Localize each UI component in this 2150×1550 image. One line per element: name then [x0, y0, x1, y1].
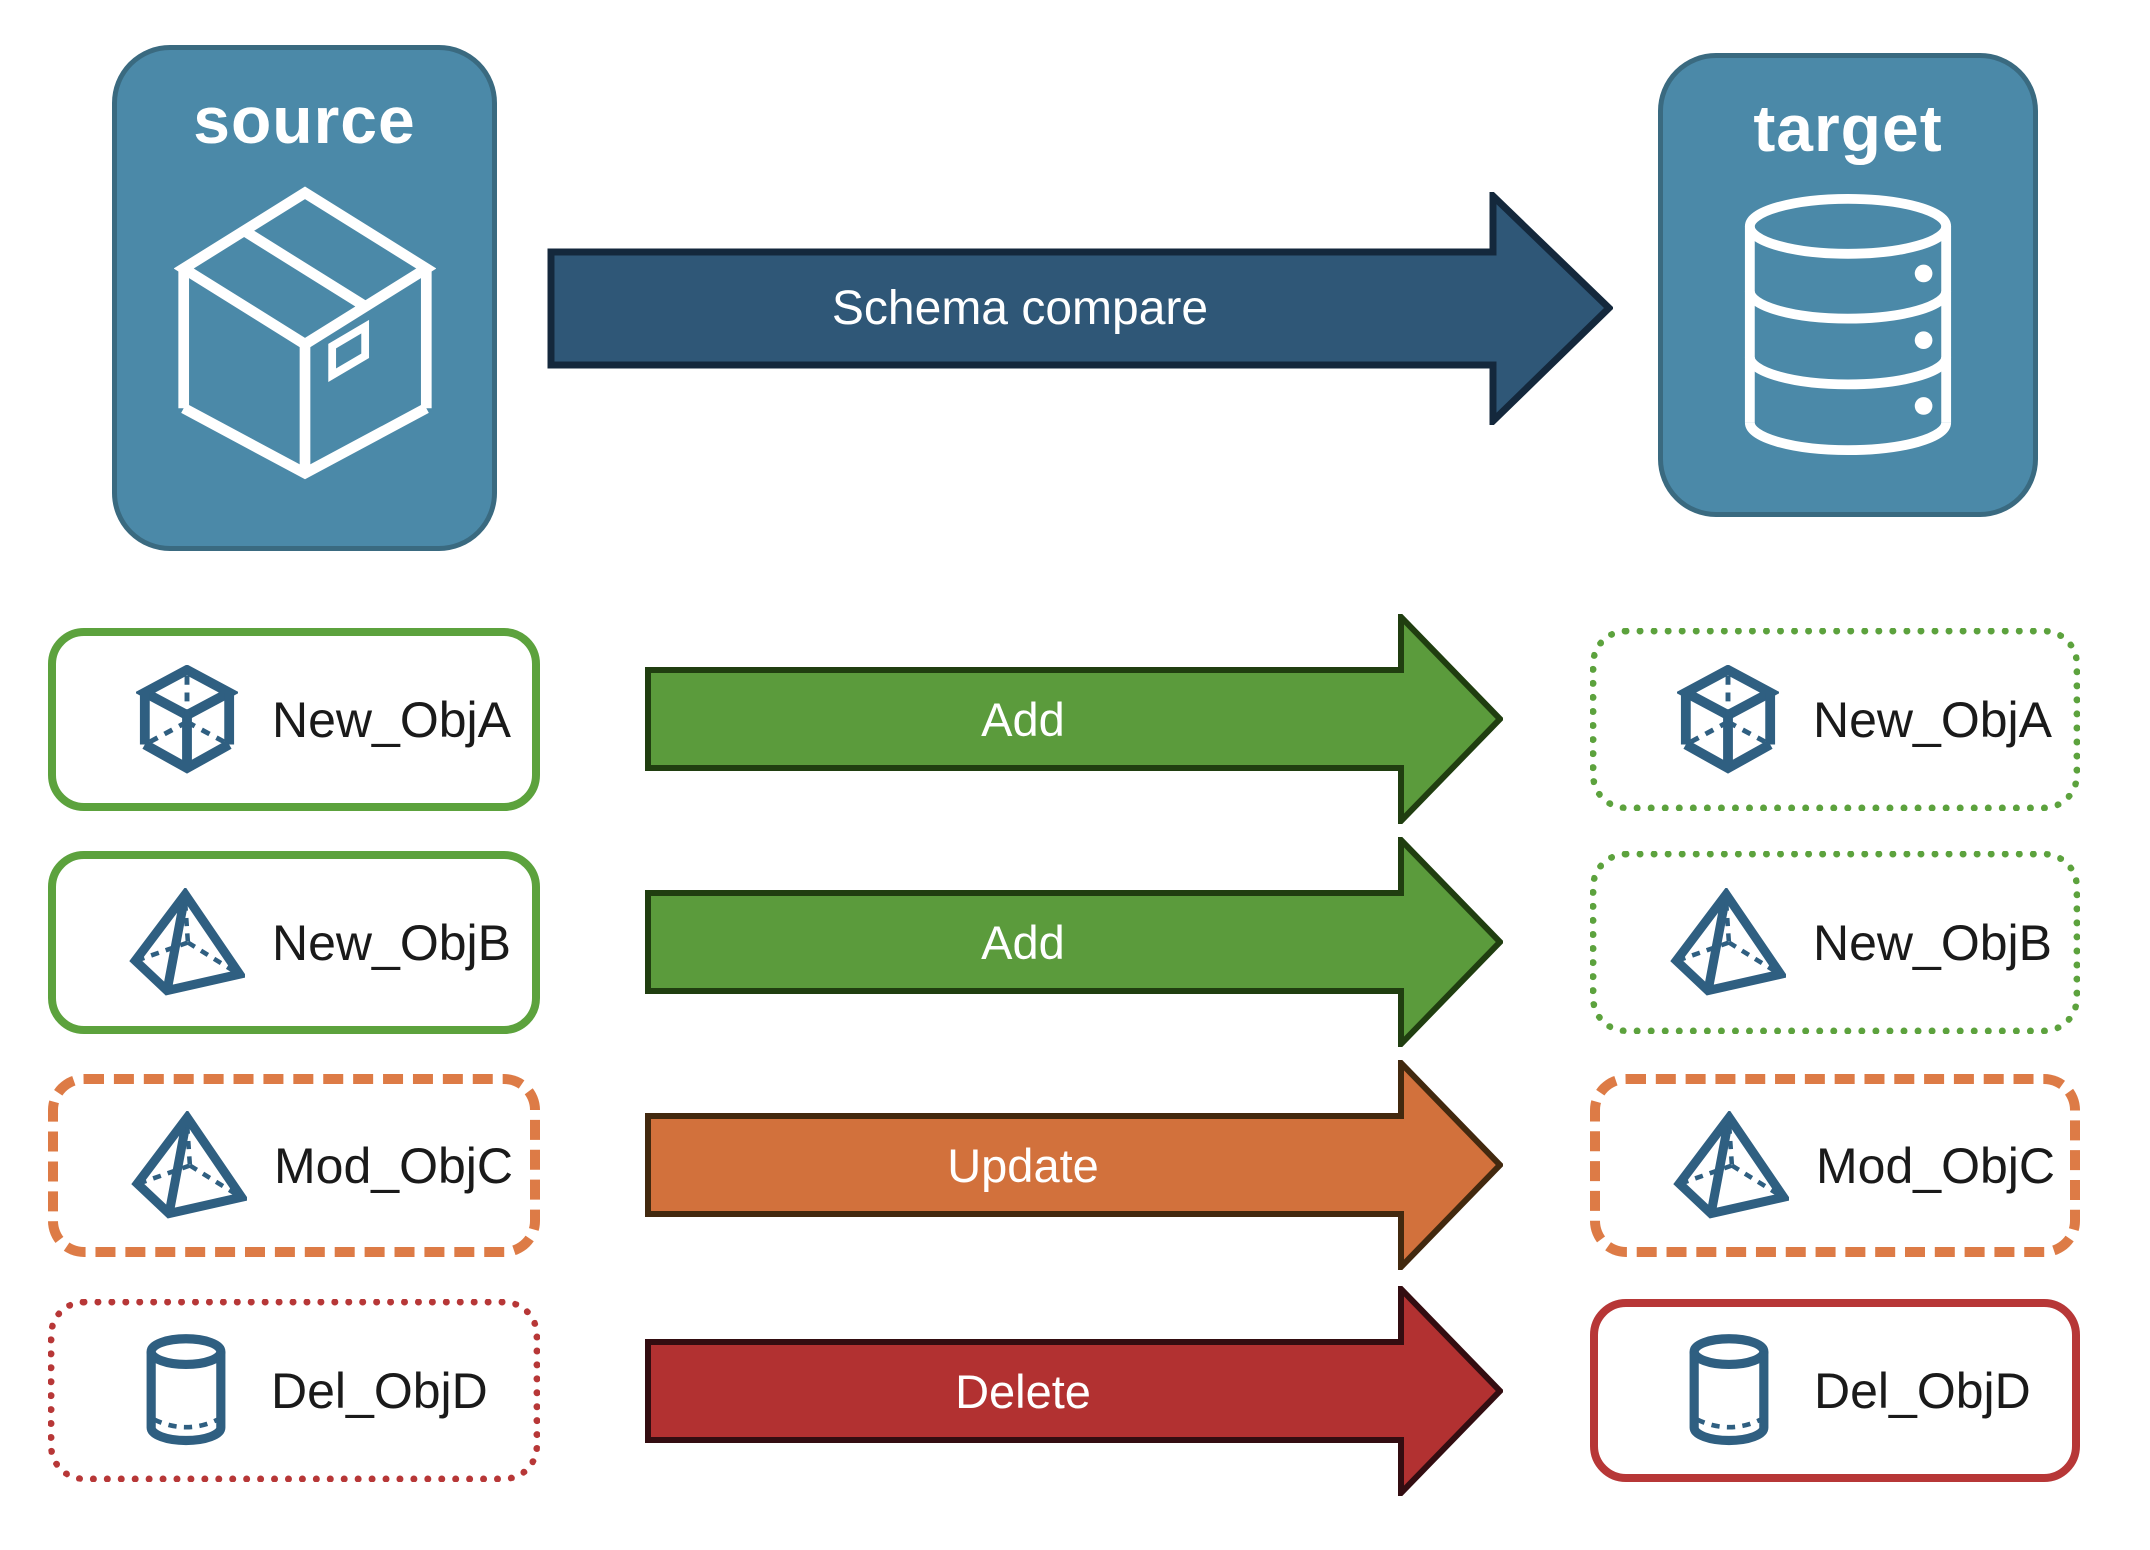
target-panel: target — [1658, 53, 2038, 517]
target-object-del-objd: Del_ObjD — [1590, 1299, 2080, 1482]
source-object-mod-objc: Mod_ObjC — [48, 1074, 540, 1257]
add-arrow-row2: Add — [645, 837, 1503, 1047]
target-object-new-objb: New_ObjB — [1590, 851, 2080, 1034]
add-arrow-label: Add — [981, 915, 1065, 969]
source-object-new-obja: New_ObjA — [48, 628, 540, 811]
source-object-new-objb: New_ObjB — [48, 851, 540, 1034]
add-arrow-label: Add — [981, 692, 1065, 746]
object-label: Mod_ObjC — [274, 1137, 513, 1194]
schema-compare-arrow: Schema compare — [547, 192, 1613, 425]
pyramid-icon — [1653, 888, 1803, 997]
pyramid-icon — [114, 1111, 264, 1220]
object-label: Del_ObjD — [271, 1362, 488, 1419]
update-arrow: Update — [645, 1060, 1503, 1270]
database-icon — [1744, 193, 1952, 455]
delete-arrow: Delete — [645, 1286, 1503, 1496]
cube-icon — [112, 664, 262, 775]
cylinder-icon — [111, 1333, 261, 1448]
schema-compare-arrow-label: Schema compare — [831, 282, 1209, 335]
source-panel-title: source — [193, 83, 416, 157]
update-arrow-label: Update — [947, 1138, 1099, 1192]
object-label: New_ObjB — [1813, 914, 2052, 971]
object-label: New_ObjA — [272, 691, 511, 748]
delete-arrow-label: Delete — [955, 1364, 1091, 1418]
pyramid-icon — [1656, 1111, 1806, 1220]
source-object-del-objd: Del_ObjD — [48, 1299, 540, 1482]
package-icon — [173, 186, 436, 479]
cube-icon — [1653, 664, 1803, 775]
object-label: Mod_ObjC — [1816, 1137, 2055, 1194]
add-arrow-row1: Add — [645, 614, 1503, 824]
object-label: New_ObjA — [1813, 691, 2052, 748]
target-object-mod-objc: Mod_ObjC — [1590, 1074, 2080, 1257]
pyramid-icon — [112, 888, 262, 997]
object-label: Del_ObjD — [1814, 1362, 2031, 1419]
cylinder-icon — [1654, 1333, 1804, 1448]
source-panel: source — [112, 45, 497, 551]
target-panel-title: target — [1753, 91, 1943, 165]
object-label: New_ObjB — [272, 914, 511, 971]
schema-compare-arrow-shape — [547, 192, 1613, 425]
target-object-new-obja: New_ObjA — [1590, 628, 2080, 811]
